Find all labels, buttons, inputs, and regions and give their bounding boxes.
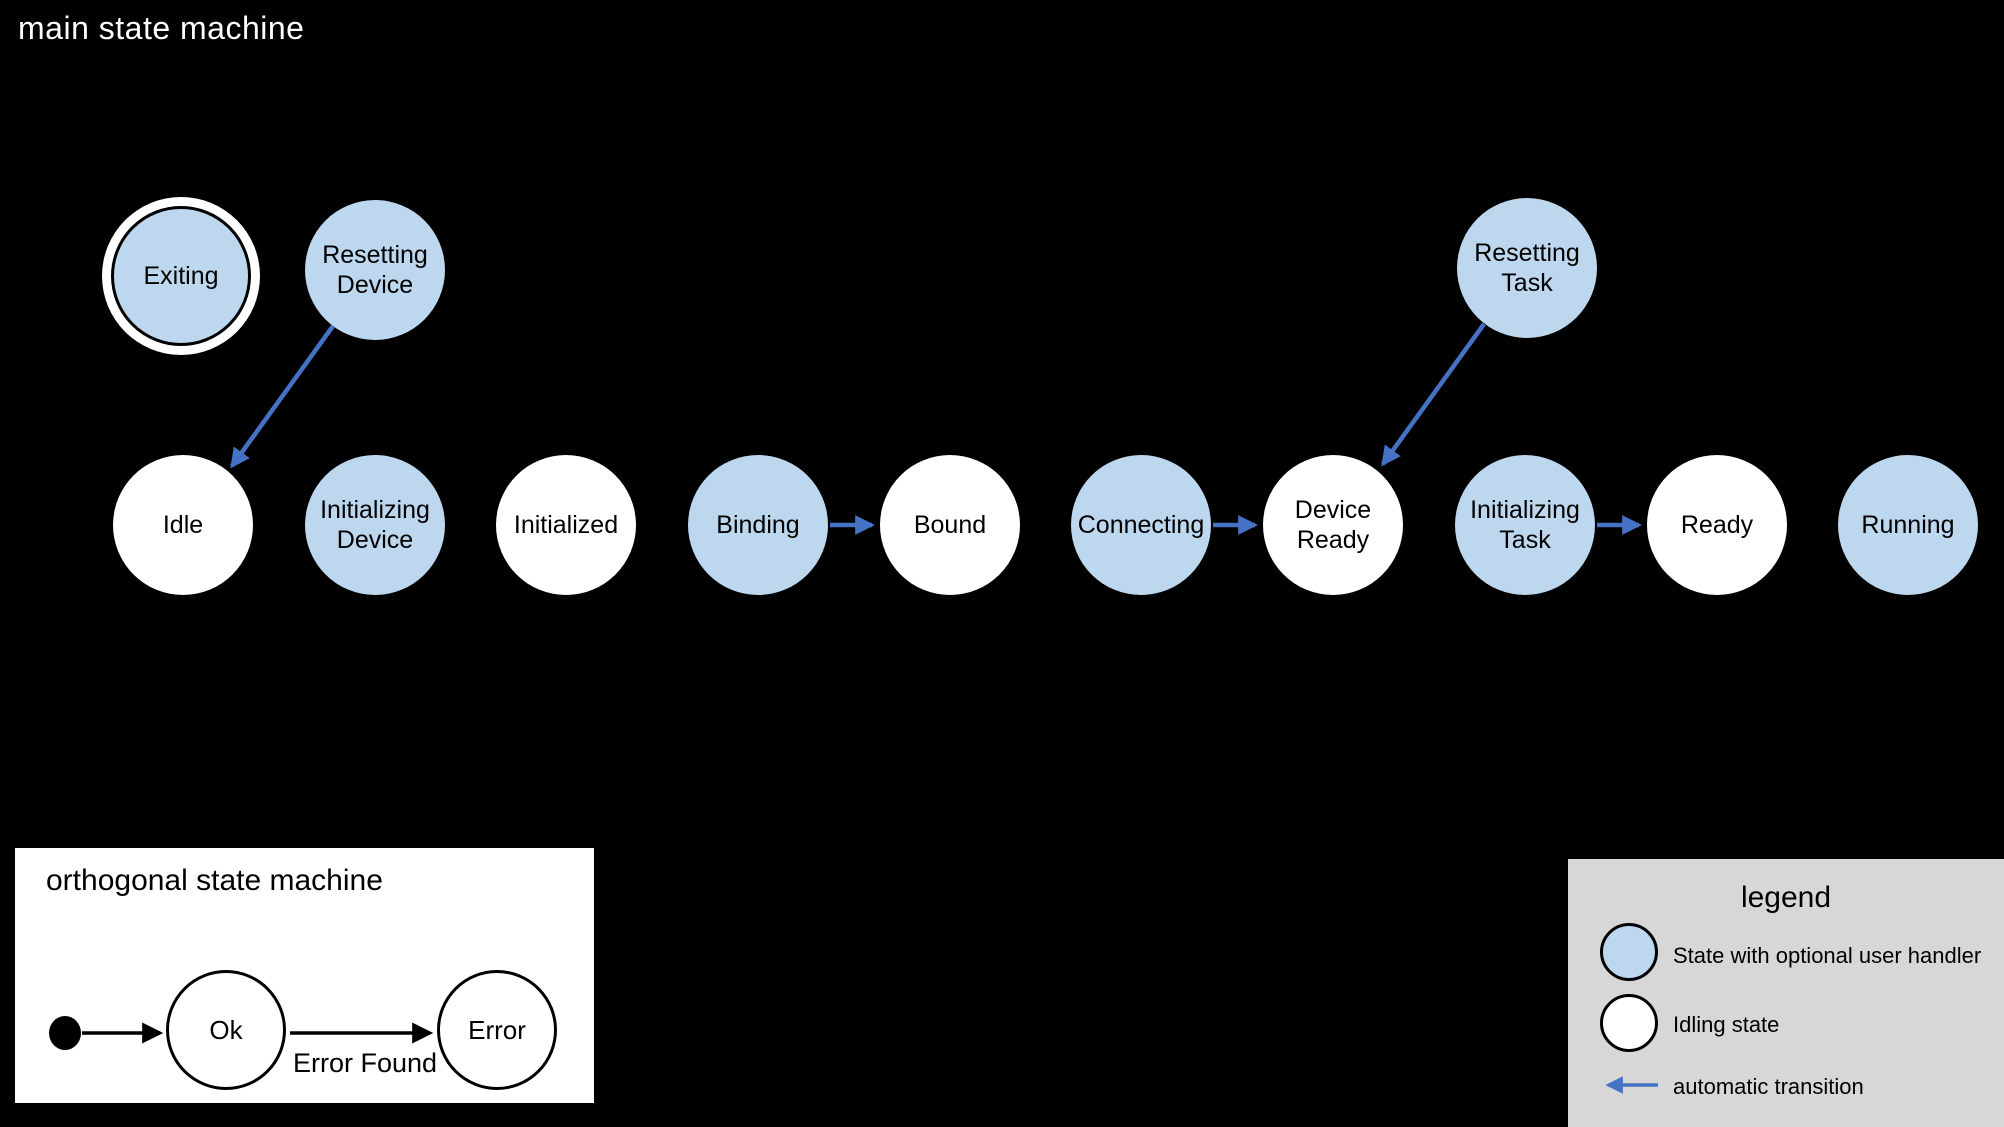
legend-panel: legend State with optional user handler … <box>1568 859 2004 1127</box>
state-running: Running <box>1838 455 1978 595</box>
state-ready: Ready <box>1647 455 1787 595</box>
legend-handler-state-icon <box>1600 923 1658 981</box>
state-resetting-device: Resetting Device <box>305 200 445 340</box>
legend-idling-state-icon <box>1600 994 1658 1052</box>
orthogonal-title: orthogonal state machine <box>46 864 383 897</box>
state-idle: Idle <box>113 455 253 595</box>
legend-title: legend <box>1740 881 1832 914</box>
state-initialized: Initialized <box>496 455 636 595</box>
state-error: Error <box>437 970 557 1090</box>
transition-resetting-device-to-idle <box>230 324 335 469</box>
state-binding: Binding <box>688 455 828 595</box>
state-bound: Bound <box>880 455 1020 595</box>
initial-state-dot <box>49 1016 81 1050</box>
legend-idling-label: Idling state <box>1673 1012 1780 1037</box>
main-title: main state machine <box>18 10 305 46</box>
state-connecting: Connecting <box>1071 455 1211 595</box>
legend-handler-label: State with optional user handler <box>1673 943 1982 968</box>
state-device-ready: Device Ready <box>1263 455 1403 595</box>
state-resetting-task: Resetting Task <box>1457 198 1597 338</box>
transition-label-error-found: Error Found <box>292 1048 438 1078</box>
legend-automatic-transition-arrow-icon <box>1605 1076 1658 1094</box>
state-ok: Ok <box>166 970 286 1090</box>
state-initializing-device: Initializing Device <box>305 455 445 595</box>
transition-resetting-task-to-device-ready <box>1381 322 1486 467</box>
legend-auto-transition-label: automatic transition <box>1673 1074 1864 1099</box>
state-initializing-task: Initializing Task <box>1455 455 1595 595</box>
state-exiting: Exiting <box>111 206 251 346</box>
